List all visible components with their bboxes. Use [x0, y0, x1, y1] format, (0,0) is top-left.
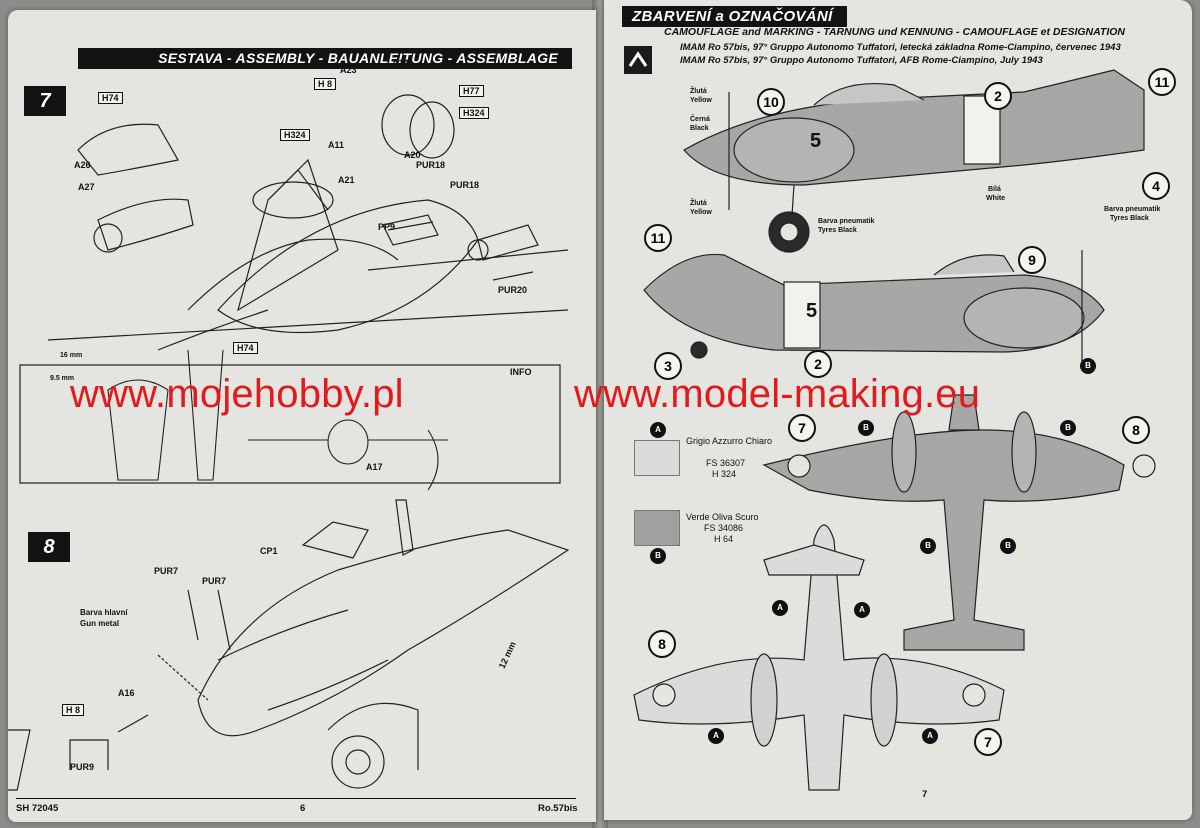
- info-label: INFO: [510, 367, 532, 377]
- label-barva-hlavni: Barva hlavní: [80, 608, 128, 617]
- marker-7-lower: 7: [974, 728, 1002, 756]
- marker-11-upper: 11: [1148, 68, 1176, 96]
- label-h324-a: H324: [280, 129, 310, 141]
- label-a14: A14: [392, 58, 409, 68]
- color-a-fs: FS 36307: [706, 458, 746, 468]
- color-key-b-badge: B: [650, 548, 666, 564]
- color-swatch-verde: [634, 510, 680, 546]
- label-h324-b: H324: [459, 107, 489, 119]
- right-page-camouflage: ZBARVENÍ a OZNAČOVÁNÍ CAMOUFLAGE and MAR…: [604, 0, 1192, 820]
- footer-rule: [16, 798, 576, 814]
- label-zluta-1: Žlutá: [690, 88, 707, 95]
- step-7-badge: 7: [24, 86, 66, 116]
- label-yellow-1: Yellow: [690, 97, 712, 104]
- watermark-mojehobby: www.mojehobby.pl: [70, 372, 404, 416]
- label-pur9: PUR9: [70, 762, 95, 772]
- label-pur18-a: PUR18: [416, 160, 446, 170]
- color-b-marker-4: B: [1000, 538, 1016, 554]
- label-h74-b: H74: [233, 342, 258, 354]
- color-a-name: Grigio Azzurro Chiaro: [686, 436, 773, 446]
- color-b-marker-3: B: [920, 538, 936, 554]
- marker-7-upper: 7: [788, 414, 816, 442]
- label-a21: A21: [338, 175, 355, 185]
- label-a17: A17: [366, 462, 383, 472]
- color-swatch-grigio: [634, 440, 680, 476]
- fuselage-code-upper: 5: [810, 130, 822, 152]
- marker-11-lower: 11: [644, 224, 672, 252]
- left-page-assembly: SESTAVA - ASSEMBLY - BAUANLEITUNG - ASSE…: [8, 10, 596, 822]
- label-gun-metal: Gun metal: [80, 619, 120, 628]
- aircraft-profiles-drawing: [633, 69, 1156, 791]
- label-pp9: PP9: [378, 222, 396, 232]
- page-number-7: 7: [922, 789, 928, 800]
- label-pur20: PUR20: [498, 285, 528, 295]
- marker-9: 9: [1018, 246, 1046, 274]
- label-pur18-b: PUR18: [450, 180, 480, 190]
- step-7-cockpit-drawing: [8, 94, 570, 791]
- dimension-16mm: 16 mm: [60, 352, 83, 359]
- label-black: Black: [690, 125, 709, 132]
- caption-english: IMAM Ro 57bis, 97° Gruppo Autonomo Tuffa…: [680, 55, 1043, 66]
- model-name: Ro.57bis: [538, 803, 578, 814]
- marker-10: 10: [757, 88, 785, 116]
- step-8-badge: 8: [28, 532, 70, 562]
- label-tyres-en-2: Tyres Black: [1110, 215, 1149, 222]
- color-b-marker-5: B: [1080, 358, 1096, 374]
- watermark-model-making: www.model-making.eu: [574, 372, 981, 416]
- label-bila: Bílá: [988, 186, 1001, 193]
- kit-number: SH 72045: [16, 803, 59, 814]
- camouflage-banner: ZBARVENÍ a OZNAČOVÁNÍ: [622, 6, 847, 27]
- color-key-a-badge: A: [650, 422, 666, 438]
- label-a27: A27: [78, 182, 95, 192]
- label-a26: A26: [74, 160, 91, 170]
- marker-2-lower: 2: [804, 350, 832, 378]
- label-pur7-b: PUR7: [202, 576, 227, 586]
- label-a16: A16: [118, 688, 135, 698]
- label-a23: A23: [340, 65, 357, 75]
- label-cp1: CP1: [260, 546, 278, 556]
- label-h74: H74: [98, 92, 123, 104]
- marker-2-upper: 2: [984, 82, 1012, 110]
- color-a-marker-1: A: [772, 600, 788, 616]
- label-h77: H77: [459, 85, 484, 97]
- color-a-marker-2: A: [854, 602, 870, 618]
- camouflage-subtitle: CAMOUFLAGE and MARKING - TARNUNG und KEN…: [664, 26, 1126, 38]
- color-b-marker-2: B: [1060, 420, 1076, 436]
- color-b-code: H 64: [714, 534, 734, 544]
- color-a-marker-3: A: [708, 728, 724, 744]
- color-b-name: Verde Oliva Scuro: [686, 512, 759, 522]
- label-tyres-cz: Barva pneumatik: [818, 218, 875, 225]
- marker-4: 4: [1142, 172, 1170, 200]
- page-number-6: 6: [300, 803, 306, 814]
- assembly-banner: SESTAVA - ASSEMBLY - BAUANLEITUNG - ASSE…: [78, 48, 572, 69]
- caption-czech: IMAM Ro 57bis, 97° Gruppo Autonomo Tuffa…: [680, 42, 1121, 53]
- color-a-code: H 324: [712, 469, 737, 479]
- label-a20: A20: [404, 150, 421, 160]
- marker-8-lower: 8: [648, 630, 676, 658]
- label-tyres-cz-2: Barva pneumatik: [1104, 206, 1161, 213]
- fuselage-code-lower: 5: [806, 300, 818, 322]
- label-h8: H 8: [314, 78, 337, 90]
- label-a11: A11: [328, 140, 345, 150]
- color-b-marker-1: B: [858, 420, 874, 436]
- label-tyres-en: Tyres Black: [818, 227, 857, 234]
- color-a-marker-4: A: [922, 728, 938, 744]
- marker-3: 3: [654, 352, 682, 380]
- label-pur7-a: PUR7: [154, 566, 179, 576]
- color-b-fs: FS 34086: [704, 523, 744, 533]
- label-yellow-2: Yellow: [690, 209, 712, 216]
- label-cerna: Černá: [690, 116, 710, 123]
- label-white: White: [986, 195, 1006, 202]
- logo-icon: [624, 46, 652, 74]
- label-zluta-2: Žlutá: [690, 200, 707, 207]
- marker-8-upper: 8: [1122, 416, 1150, 444]
- dimension-9-5mm: 9.5 mm: [50, 375, 75, 382]
- label-h8-b: H 8: [62, 704, 85, 716]
